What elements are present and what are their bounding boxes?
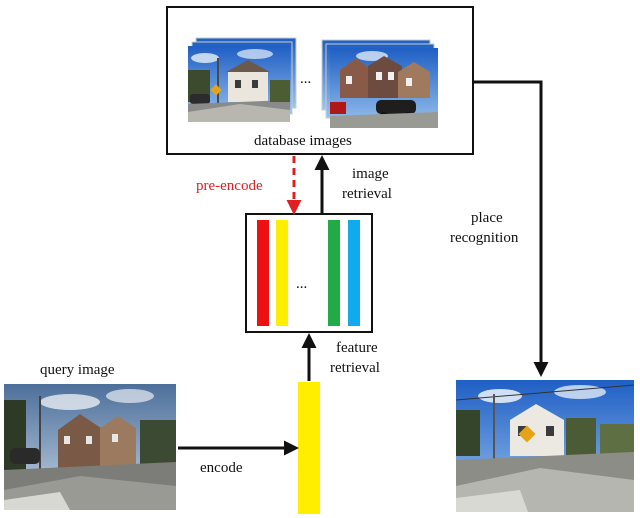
- street-photo-thumbnail-icon: [188, 46, 290, 122]
- database-image-stack-left: [188, 37, 297, 122]
- database-image-stack-right: [321, 39, 438, 128]
- place-recognition-arrow-down-icon: [474, 80, 549, 377]
- query-image: [4, 384, 176, 510]
- feature-bar-yellow: [276, 220, 288, 326]
- feature-retrieval-label-line1: feature: [336, 340, 378, 356]
- recognized-place-image: [455, 380, 635, 512]
- place-recognition-label-line1: place: [471, 210, 503, 226]
- feature-bar-blue: [348, 220, 360, 326]
- query-image-label: query image: [40, 362, 115, 378]
- street-photo-thumbnail-icon: [330, 48, 438, 128]
- image-retrieval-label-line1: image: [352, 166, 389, 182]
- place-recognition-label-line2: recognition: [450, 230, 519, 246]
- encode-label: encode: [200, 460, 243, 476]
- database-images-label: database images: [254, 133, 352, 149]
- ellipsis-database: ...: [300, 71, 311, 87]
- query-feature-vector: [298, 382, 320, 514]
- image-retrieval-label-line2: retrieval: [342, 186, 392, 202]
- feature-retrieval-label-line2: retrieval: [330, 360, 380, 376]
- pre-encode-label: pre-encode: [196, 178, 263, 194]
- feature-bar-green: [328, 220, 340, 326]
- ellipsis-features: ...: [296, 276, 307, 292]
- feature-bar-red: [257, 220, 269, 326]
